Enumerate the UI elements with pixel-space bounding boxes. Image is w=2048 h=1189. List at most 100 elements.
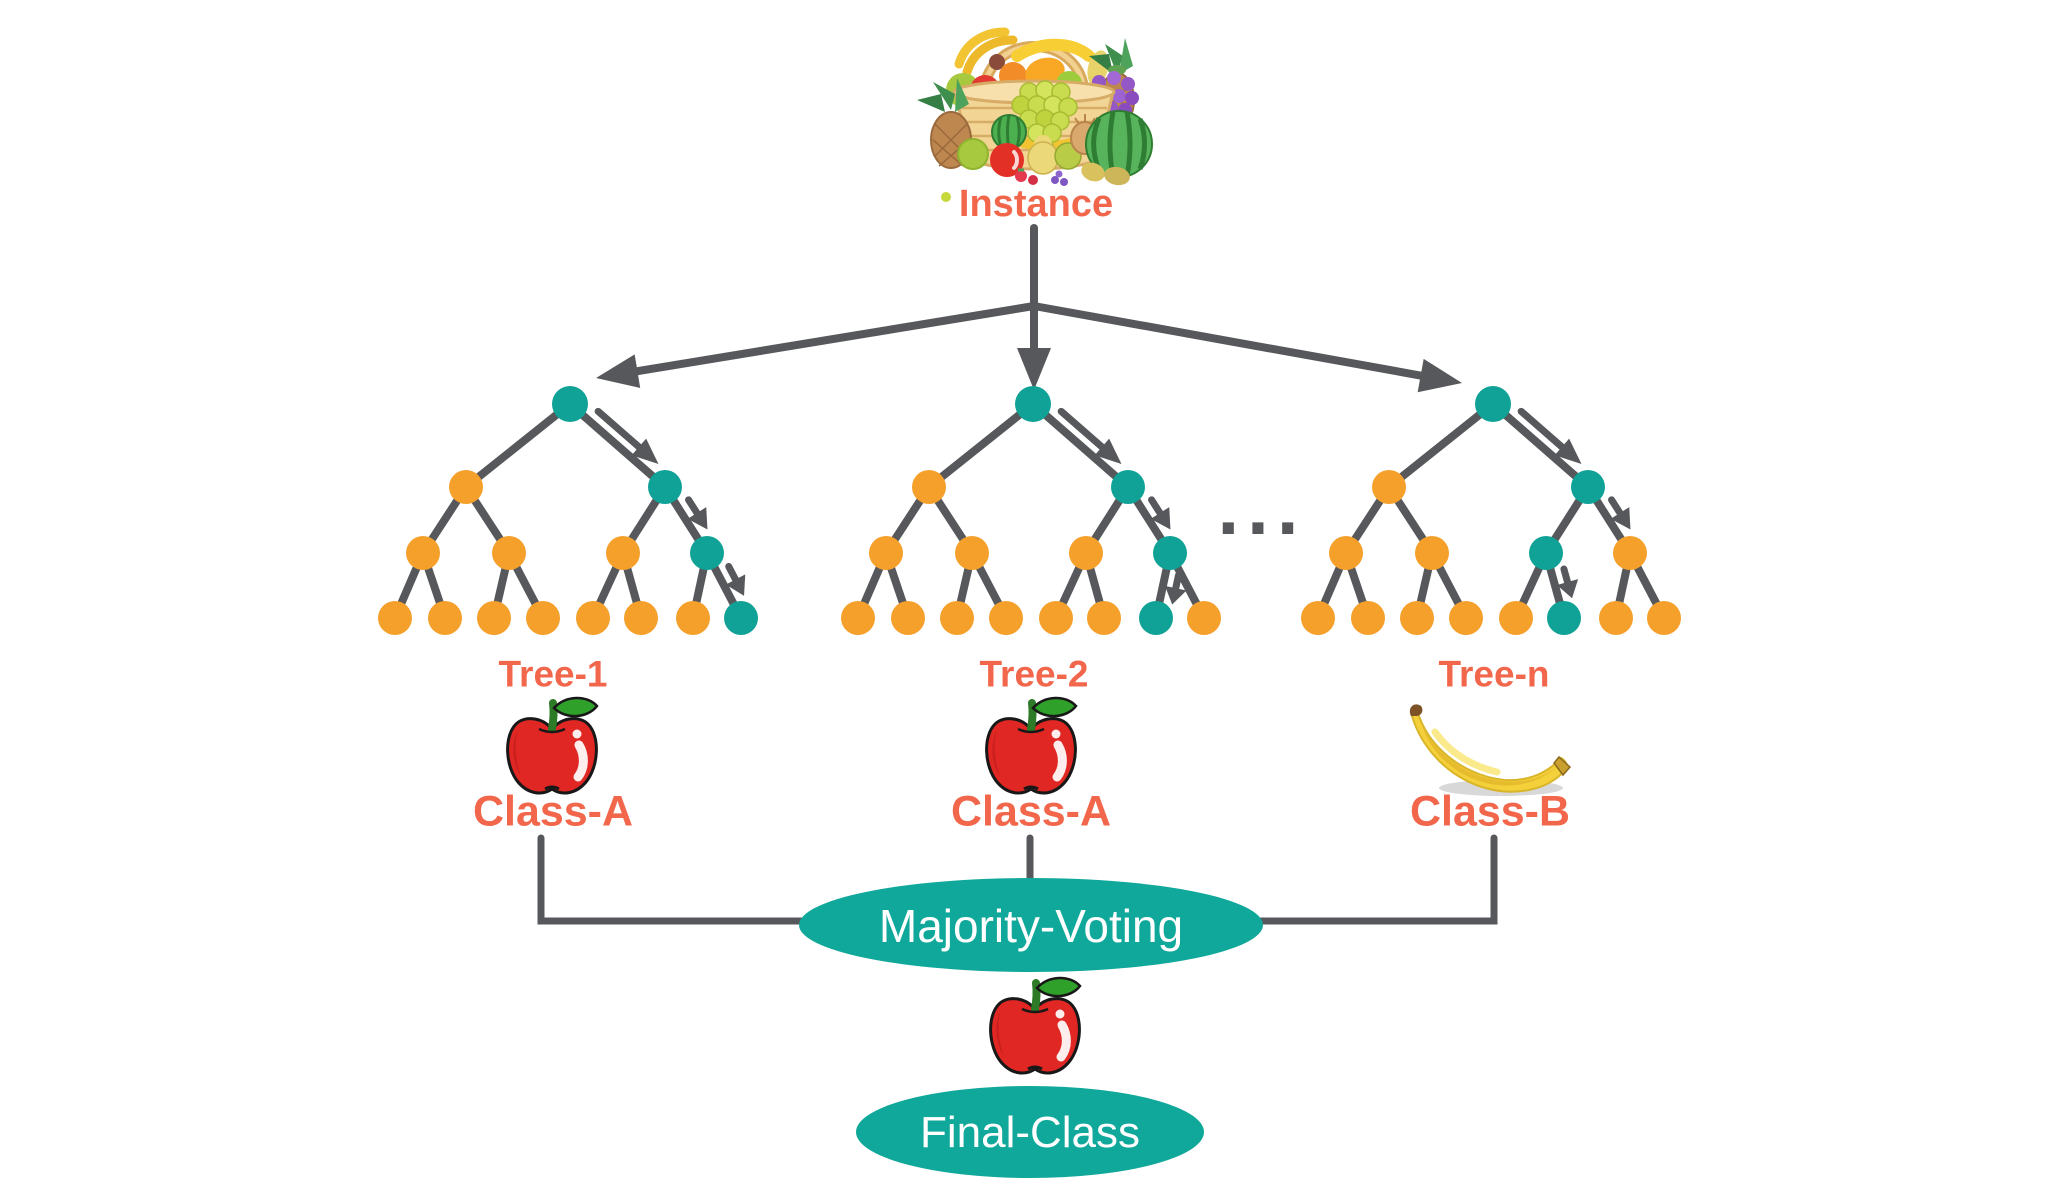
decision-path-arrowhead — [1164, 585, 1187, 605]
majority-voting-ellipse — [799, 878, 1263, 972]
tree-node-highlighted — [1139, 601, 1173, 635]
class-to-voting-connectors — [537, 834, 1498, 925]
instance-bullet-dot — [941, 192, 951, 202]
instance-arrow-shaft — [629, 302, 1038, 376]
tree-node — [1372, 470, 1406, 504]
tree-node — [449, 470, 483, 504]
tree-node — [1351, 601, 1385, 635]
tree2-prediction-fruit-icon — [987, 698, 1076, 793]
treen-label: Tree-n — [1438, 653, 1550, 695]
tree-node — [1449, 601, 1483, 635]
decision-path-arrow — [725, 562, 740, 583]
ellipsis-between-trees: ... — [1217, 463, 1307, 551]
instance-arrow-shaft — [1030, 302, 1429, 381]
decision-path-arrow — [1057, 407, 1106, 451]
majority-voting-label: Majority-Voting — [878, 900, 1184, 952]
decision-path-arrowhead — [1150, 507, 1171, 530]
instance-to-trees-arrows — [596, 224, 1462, 393]
tree-node — [1187, 601, 1221, 635]
instance-arrowhead — [596, 354, 641, 388]
decision-path-arrow — [1608, 496, 1624, 517]
fruit-basket-image — [917, 27, 1153, 186]
decision-path-arrow — [1517, 407, 1566, 451]
tree-node — [940, 601, 974, 635]
tree-node — [989, 601, 1023, 635]
tree-diagram-3 — [1301, 386, 1681, 635]
tree-node — [526, 601, 560, 635]
tree-node — [576, 601, 610, 635]
tree-node — [428, 601, 462, 635]
tree-node-highlighted — [1015, 386, 1051, 422]
tree-node — [912, 470, 946, 504]
tree-node — [891, 601, 925, 635]
decision-path-arrow — [1172, 571, 1183, 592]
tree-node — [869, 536, 903, 570]
tree-node — [492, 536, 526, 570]
tree-node — [1647, 601, 1681, 635]
tree-node — [406, 536, 440, 570]
tree-node — [1415, 536, 1449, 570]
tree-node — [477, 601, 511, 635]
decision-path-arrowhead — [1610, 507, 1631, 530]
tree-node — [1301, 601, 1335, 635]
tree-diagram-1 — [378, 386, 758, 635]
tree-node-highlighted — [690, 536, 724, 570]
final-class-label: Final-Class — [919, 1108, 1141, 1157]
decision-path-arrowhead — [1554, 438, 1582, 465]
tree-node — [606, 536, 640, 570]
tree-node-highlighted — [552, 386, 588, 422]
instance-arrowhead — [1417, 358, 1462, 393]
tree-node-highlighted — [648, 470, 682, 504]
connector-tree1-to-voting — [537, 834, 806, 925]
tree-node — [1499, 601, 1533, 635]
tree-node — [1599, 601, 1633, 635]
tree-node — [624, 601, 658, 635]
instance-arrowhead — [1017, 348, 1051, 390]
tree-node — [1400, 601, 1434, 635]
tree-node — [676, 601, 710, 635]
final-result-fruit-icon — [991, 978, 1080, 1073]
tree-node — [841, 601, 875, 635]
tree-edge — [1029, 400, 1132, 491]
tree2-prediction-label: Class-A — [950, 787, 1112, 836]
tree-node — [1613, 536, 1647, 570]
tree-node — [1069, 536, 1103, 570]
decision-path-arrowhead — [725, 574, 746, 596]
decision-path-arrow — [685, 496, 701, 517]
decision-path-arrowhead — [1556, 579, 1579, 599]
treen-prediction-fruit-icon — [1410, 704, 1570, 796]
decision-path-arrow — [594, 407, 643, 451]
tree-node — [1039, 601, 1073, 635]
tree-node — [378, 601, 412, 635]
tree1-prediction-label: Class-A — [472, 787, 634, 836]
final-class-ellipse — [856, 1086, 1204, 1178]
tree-node — [955, 536, 989, 570]
decision-path-arrowhead — [631, 438, 659, 465]
connector-treen-to-voting — [1256, 834, 1498, 925]
tree-node — [1087, 601, 1121, 635]
tree1-label: Tree-1 — [498, 653, 608, 695]
tree-node-highlighted — [1111, 470, 1145, 504]
tree-diagram-2 — [841, 386, 1221, 635]
tree-node-highlighted — [724, 601, 758, 635]
tree-edge — [1489, 400, 1592, 491]
treen-prediction-label: Class-B — [1409, 787, 1571, 836]
tree-node-highlighted — [1529, 536, 1563, 570]
tree-edge — [925, 400, 1037, 491]
tree-edge — [566, 400, 669, 491]
decision-path-arrowhead — [1094, 438, 1122, 465]
tree-edge — [462, 400, 574, 491]
tree-edge — [1385, 400, 1497, 491]
tree1-prediction-fruit-icon — [508, 698, 597, 793]
decision-path-arrow — [1560, 565, 1572, 586]
tree-node-highlighted — [1547, 601, 1581, 635]
instance-label: Instance — [958, 183, 1114, 225]
decision-path-arrow — [1148, 496, 1164, 517]
decision-path-arrowhead — [687, 507, 708, 530]
tree-node — [1329, 536, 1363, 570]
tree-node-highlighted — [1153, 536, 1187, 570]
tree-node-highlighted — [1475, 386, 1511, 422]
tree-node-highlighted — [1571, 470, 1605, 504]
